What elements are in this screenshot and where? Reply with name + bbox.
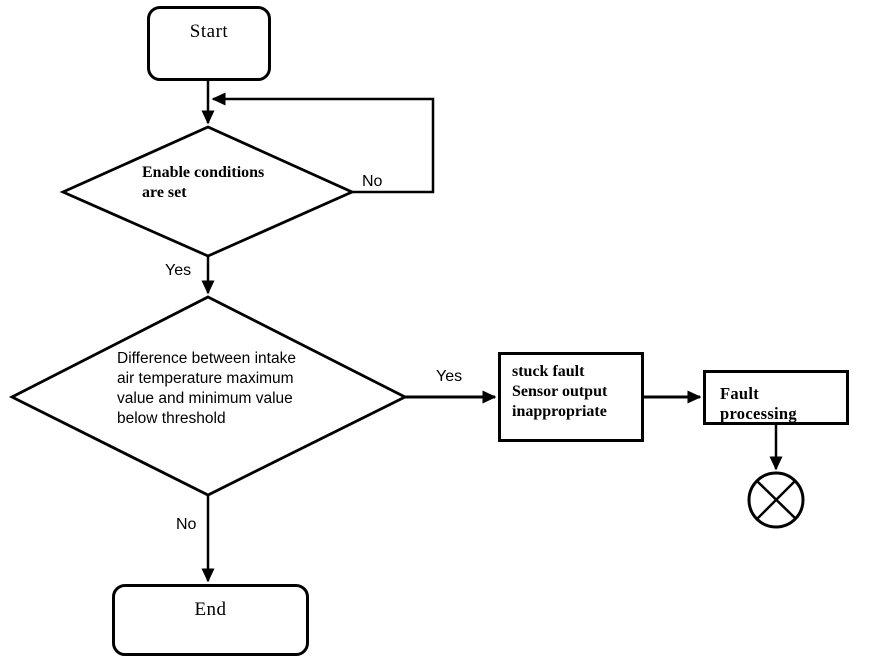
start-node: Start [147, 6, 271, 81]
stuck-fault-line: Sensor output [512, 383, 608, 400]
stuck-fault-box: stuck fault Sensor output inappropriate [498, 352, 644, 442]
enable-decision-label: Enable conditions are set [142, 163, 282, 203]
fault-processing-box: Fault processing [703, 370, 849, 425]
crossed-circle-terminator-icon [747, 471, 805, 529]
difference-decision-line: value and minimum value [117, 390, 293, 407]
enable-decision-line: Enable conditions [142, 164, 265, 181]
edge-label-enable-yes: Yes [165, 262, 192, 279]
start-label: Start [189, 21, 229, 42]
difference-decision-line: Difference between intake [117, 350, 296, 367]
edge-label-difference-no: No [176, 516, 197, 533]
edge-enable-no-loop [211, 92, 435, 194]
end-label: End [194, 599, 227, 620]
difference-decision-line: air temperature maximum [117, 370, 294, 387]
fault-processing-label: Fault processing [720, 384, 797, 423]
stuck-fault-line: stuck fault [512, 363, 585, 380]
difference-decision-label: Difference between intake air temperatur… [117, 349, 312, 429]
stuck-fault-line: inappropriate [512, 403, 607, 420]
difference-decision-line: below threshold [117, 410, 226, 427]
edge-label-enable-no: No [362, 173, 383, 190]
end-node: End [112, 584, 309, 656]
enable-decision-line: are set [142, 184, 187, 201]
edge-label-difference-yes: Yes [436, 368, 463, 385]
